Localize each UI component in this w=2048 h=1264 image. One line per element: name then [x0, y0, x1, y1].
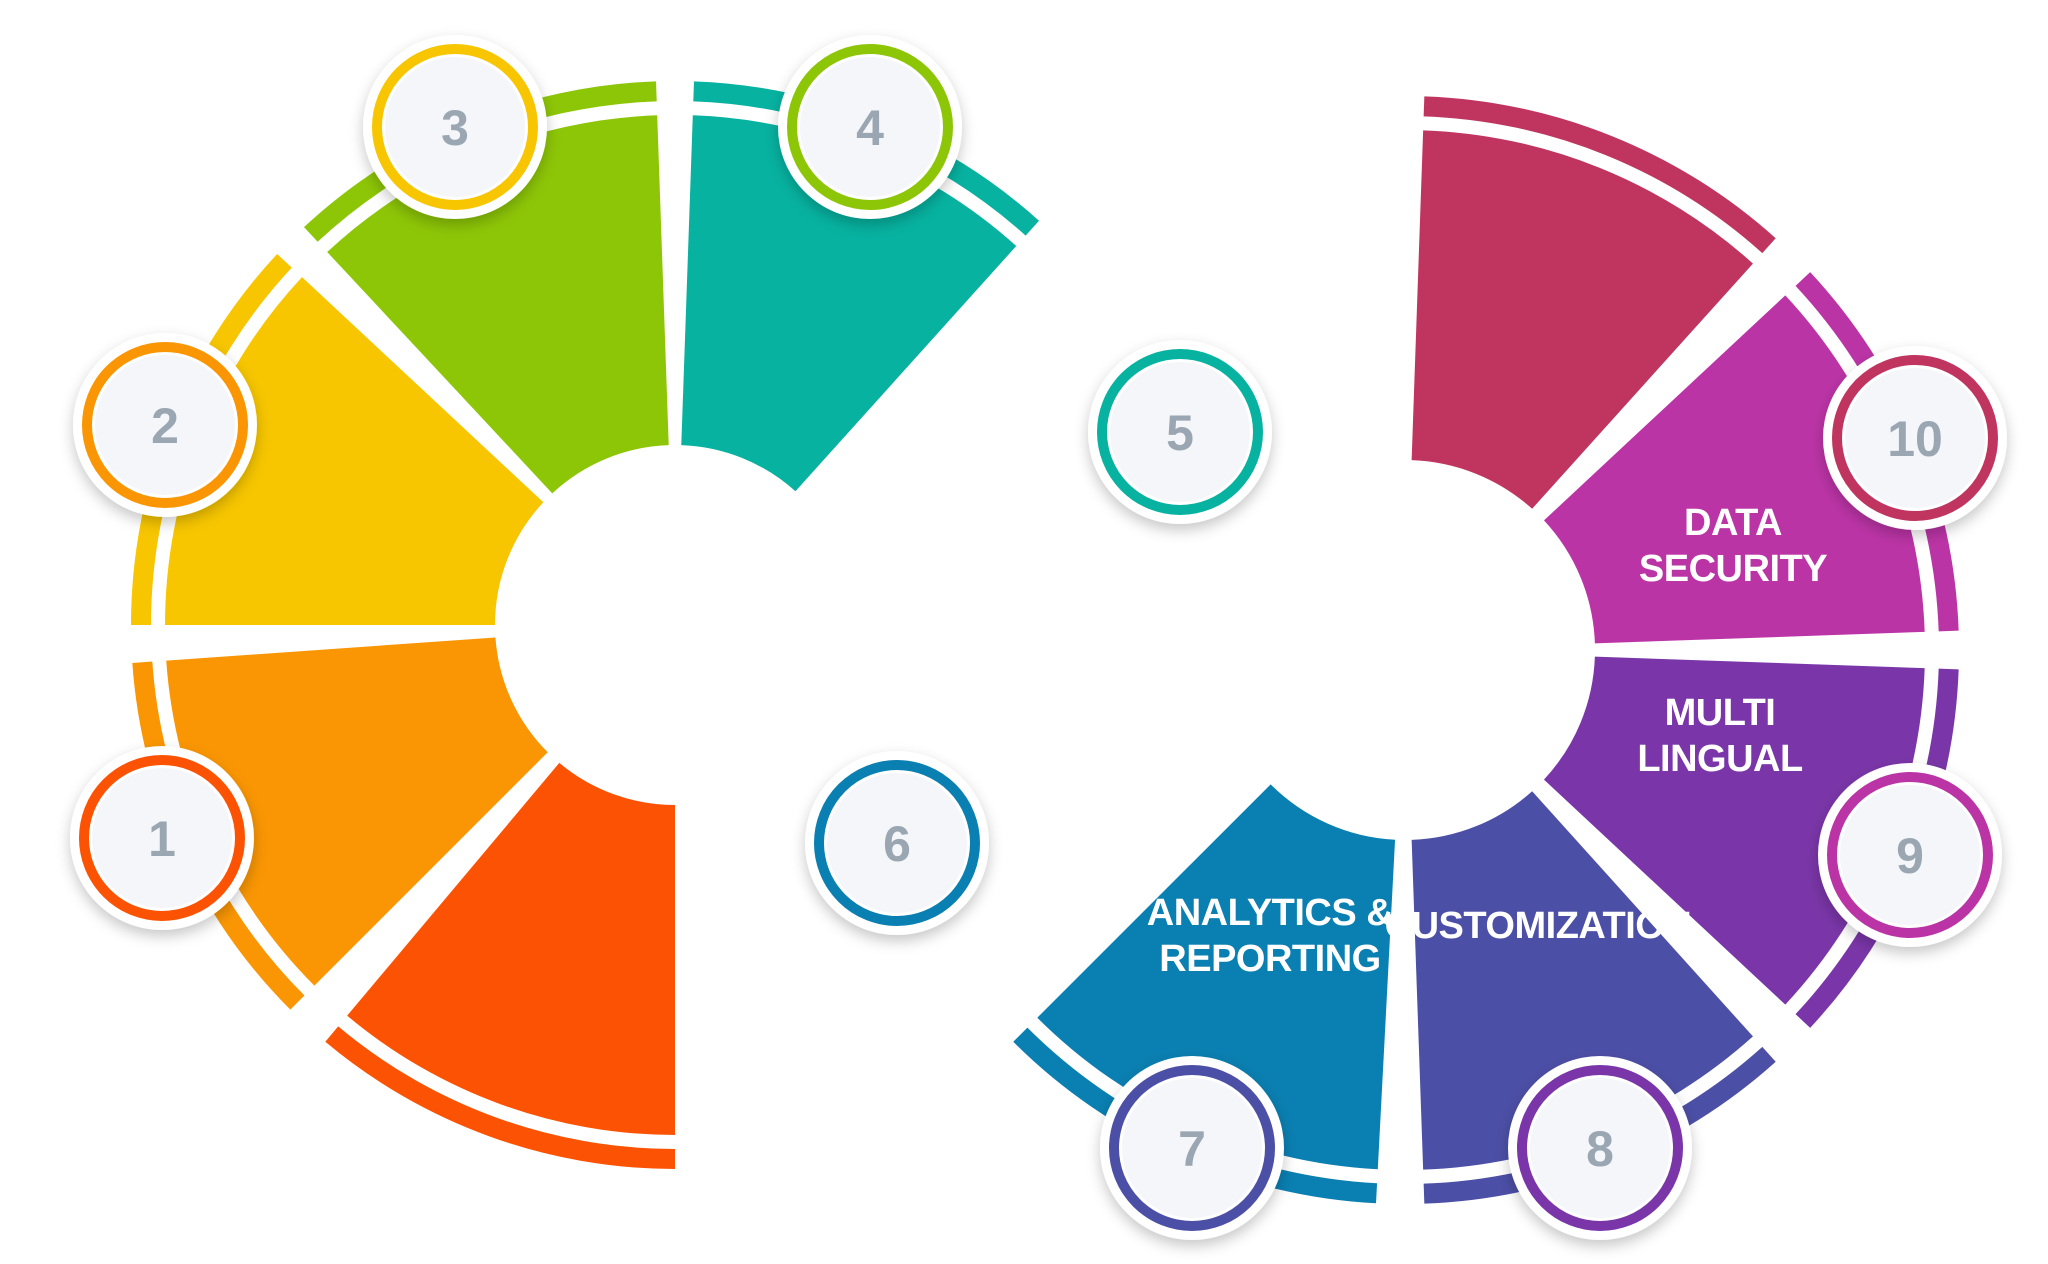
segment-label: ANALYTICS &REPORTING	[1147, 892, 1394, 980]
badge-8: 8	[1508, 1056, 1692, 1240]
segment-wedge	[1543, 295, 1925, 644]
segment-label-line: TASK	[951, 477, 1051, 519]
segment-wedge	[1411, 791, 1753, 1170]
badge-number: 6	[883, 816, 911, 872]
segment-wedge	[1411, 130, 1753, 509]
segment-label-line: MANAGEMENT	[864, 523, 1136, 565]
segments-layer: LANDINGPAGEDASHBOARDCONTENTMANAGEMENTWOR…	[131, 81, 1959, 1204]
badge-4: 4	[778, 35, 962, 219]
segment-label-line: ANALYTICS &	[1147, 892, 1394, 934]
segment-8: CUSTOMIZATION	[1385, 656, 1959, 1028]
badge-number: 4	[856, 100, 884, 156]
segment-accent-band	[1795, 272, 1959, 632]
segment-accent-band	[131, 253, 292, 625]
badge-number: 7	[1178, 1121, 1206, 1177]
badge-ring	[1097, 349, 1263, 515]
badge-number: 5	[1166, 405, 1194, 461]
badge-6: 6	[805, 751, 989, 935]
badge-5: 5	[1088, 340, 1272, 524]
segment-accent-band	[1423, 1046, 1776, 1204]
segment-label-line: FEATURES	[984, 743, 1182, 785]
badge-2: 2	[73, 333, 257, 517]
badge-ring	[372, 44, 538, 210]
segment-accent-band	[1013, 1027, 1378, 1204]
badge-ring	[814, 760, 980, 926]
badge-inner-circle	[1530, 1078, 1670, 1218]
segment-label-line: LINGUAL	[1637, 738, 1803, 780]
badge-ring	[1517, 1065, 1683, 1231]
segment-label: CUSTOMIZATION	[1385, 905, 1692, 947]
segment-label-line: DATA	[1684, 502, 1782, 544]
segment-wedge	[1543, 656, 1925, 1005]
segment-wedge	[1037, 784, 1396, 1170]
badge-inner-circle	[1840, 785, 1980, 925]
badge-number: 3	[441, 100, 469, 156]
segment-wedge	[166, 637, 548, 986]
badge-ring	[1832, 355, 1998, 521]
badge-inner-circle	[385, 57, 525, 197]
badge-7: 7	[1100, 1056, 1284, 1240]
badge-ring	[1827, 772, 1993, 938]
badge-ring	[79, 755, 245, 921]
badges-layer: 1 2 3 4 5 6 7 8 9 10	[70, 35, 2007, 1240]
segment-label-line: SOCIAL	[1013, 697, 1154, 739]
segment-7: ANALYTICS &REPORTING	[1147, 791, 1776, 1204]
badge-inner-circle	[95, 355, 235, 495]
segment-label-line: MULTI	[1665, 692, 1776, 734]
badge-3: 3	[363, 35, 547, 219]
badge-inner-circle	[1122, 1078, 1262, 1218]
segment-wedge	[165, 277, 544, 625]
segment-wedge	[681, 115, 1017, 492]
badge-ring	[82, 342, 248, 508]
segment-accent-band	[1423, 96, 1776, 254]
badge-inner-circle	[92, 768, 232, 908]
badge-number: 2	[151, 398, 179, 454]
badge-9: 9	[1818, 763, 2002, 947]
badge-ring	[787, 44, 953, 210]
badge-number: 8	[1586, 1121, 1614, 1177]
badge-inner-circle	[1845, 368, 1985, 508]
segment-accent-band	[303, 81, 657, 242]
segment-accent-band	[132, 661, 305, 1010]
segment-accent-band	[1795, 668, 1959, 1028]
badge-number: 1	[148, 811, 176, 867]
badge-number: 9	[1896, 828, 1924, 884]
badge-10: 10	[1823, 346, 2007, 530]
segment-accent-band	[693, 81, 1040, 236]
segment-accent-band	[325, 1026, 675, 1169]
badge-inner-circle	[1110, 362, 1250, 502]
badge-number: 10	[1887, 411, 1943, 467]
segment-label-line: CUSTOMIZATION	[1385, 905, 1692, 947]
badge-ring	[1109, 1065, 1275, 1231]
segment-label-line: SECURITY	[1639, 548, 1827, 590]
segment-wedge	[347, 762, 675, 1135]
segment-label-line: REPORTING	[1159, 938, 1380, 980]
badge-inner-circle	[827, 773, 967, 913]
badge-inner-circle	[800, 57, 940, 197]
segment-wedge	[327, 115, 669, 494]
badge-1: 1	[70, 746, 254, 930]
